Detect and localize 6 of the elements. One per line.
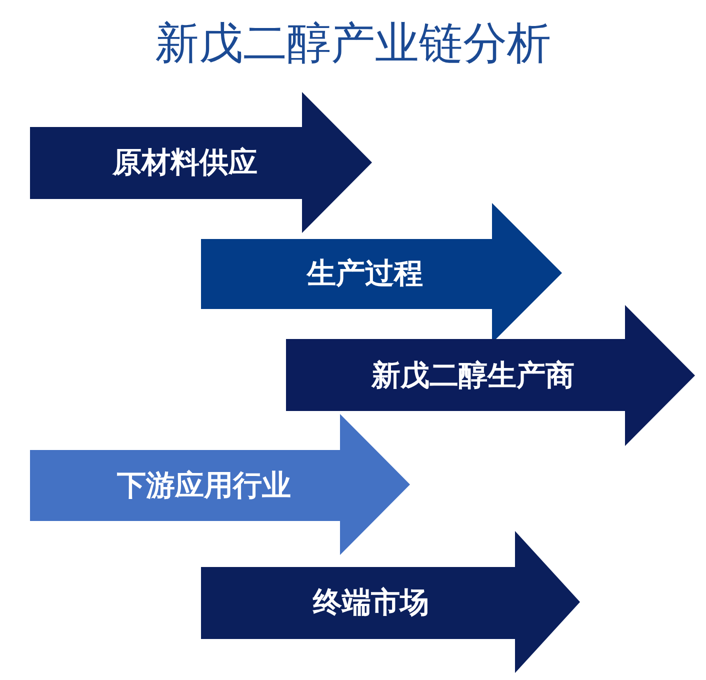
stage-label: 新戊二醇生产商 — [372, 359, 574, 393]
diagram-title: 新戊二醇产业链分析 — [154, 18, 552, 70]
stage-label: 下游应用行业 — [117, 469, 291, 503]
stage-label: 原材料供应 — [112, 146, 258, 180]
stage-label: 终端市场 — [313, 586, 429, 620]
stage-label: 生产过程 — [307, 257, 423, 291]
